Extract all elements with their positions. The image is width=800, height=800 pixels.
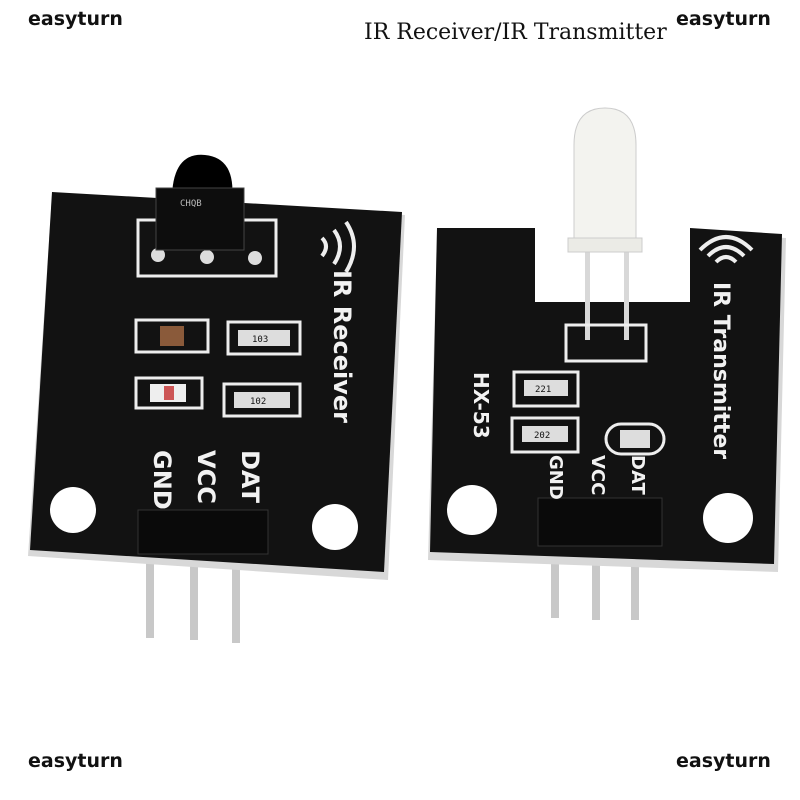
- resistor-r2-marking: 202: [534, 431, 550, 441]
- resistor-r1-marking: 103: [252, 335, 268, 345]
- pin-label-gnd: GND: [545, 455, 566, 500]
- resistor-r1-marking: 221: [535, 385, 551, 395]
- watermark-top-left: easyturn: [28, 8, 123, 30]
- receiver-label: IR Receiver: [328, 270, 356, 423]
- pin-label-dat: DAT: [236, 450, 264, 504]
- pin-label-vcc: VCC: [587, 455, 608, 495]
- receiver-pins: [146, 550, 240, 643]
- ir-sensor: CHQB: [155, 154, 245, 251]
- signal-waves-icon: [320, 220, 356, 274]
- product-title: IR Receiver/IR Transmitter: [364, 20, 667, 45]
- ir-transmitter-module: 221 202 IR Transmitter HX-53 GND VCC DAT: [428, 107, 786, 620]
- pin-label-dat: DAT: [627, 455, 648, 495]
- ir-receiver-module: CHQB 103 102 IR Receiver GND VCC DAT: [28, 154, 405, 643]
- pin-label-vcc: VCC: [192, 450, 220, 504]
- watermark-bottom-left: easyturn: [28, 750, 123, 772]
- resistor-r2-marking: 102: [250, 397, 266, 407]
- pin-label-gnd: GND: [148, 450, 176, 510]
- sensor-marking: CHQB: [180, 199, 202, 209]
- ir-led: [567, 107, 643, 340]
- model-label: HX-53: [469, 372, 493, 439]
- watermark-top-right: easyturn: [676, 8, 771, 30]
- watermark-bottom-right: easyturn: [676, 750, 771, 772]
- transmitter-pins: [551, 540, 639, 620]
- transmitter-label: IR Transmitter: [708, 282, 733, 459]
- signal-waves-icon: [698, 235, 754, 264]
